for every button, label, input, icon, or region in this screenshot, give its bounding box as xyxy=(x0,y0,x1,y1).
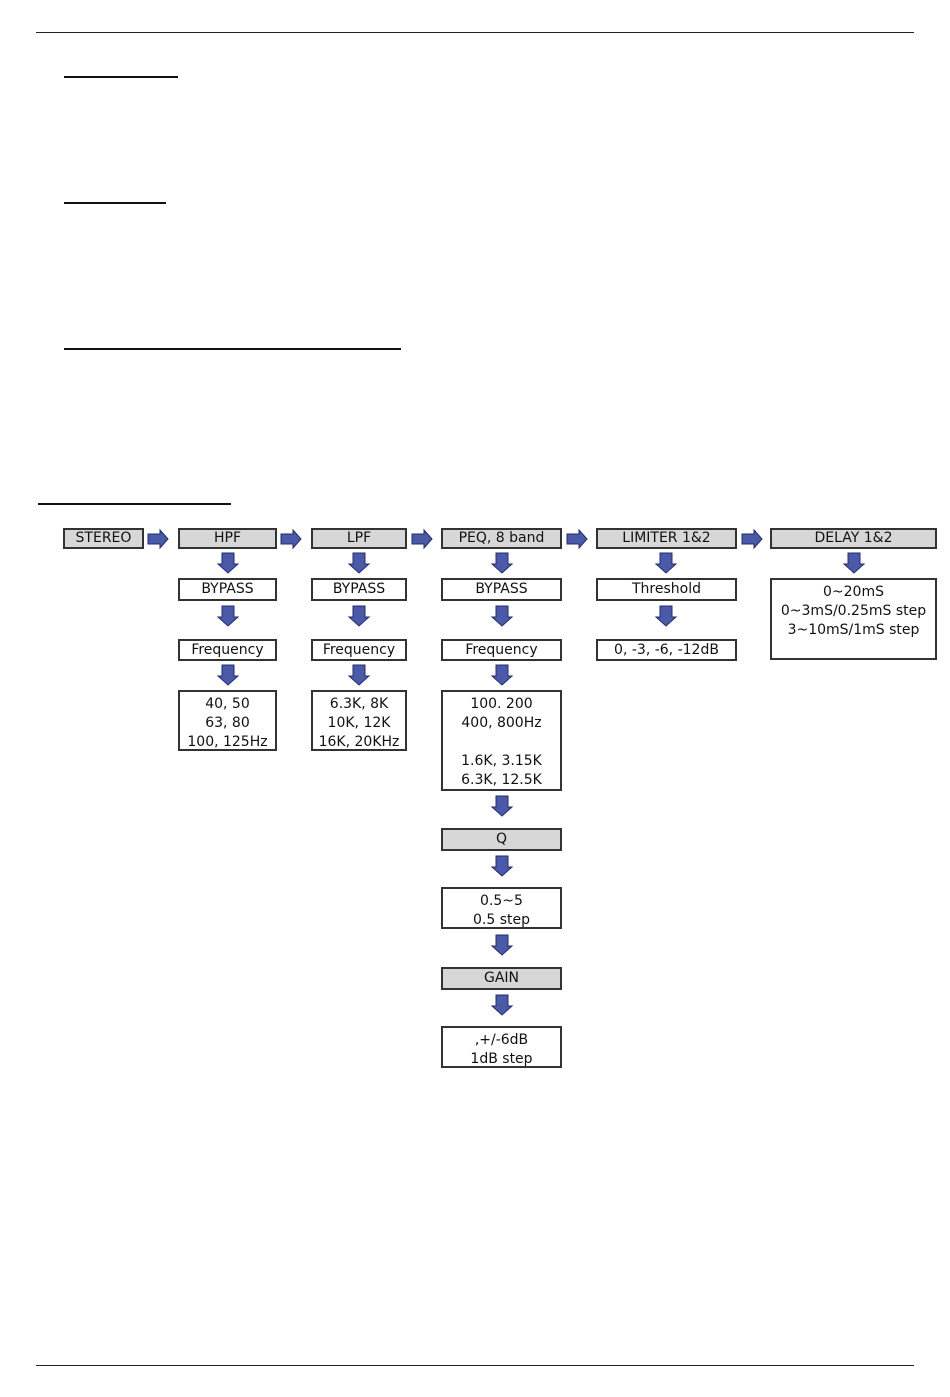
delay-node: DELAY 1&2 xyxy=(770,528,937,549)
limiter-threshold-node: Threshold xyxy=(596,578,737,601)
lpf-frequency-label: Frequency xyxy=(322,641,396,658)
peq-gain-values-node: ,+/-6dB 1dB step xyxy=(441,1026,562,1068)
hpf-label: HPF xyxy=(213,530,242,546)
peq-gain-node: GAIN xyxy=(441,967,562,990)
arrow-down-icon xyxy=(490,994,514,1016)
limiter-node: LIMITER 1&2 xyxy=(596,528,737,549)
arrow-down-icon xyxy=(216,605,240,627)
lpf-values-text: 6.3K, 8K 10K, 12K 16K, 20KHz xyxy=(318,696,400,750)
hpf-bypass-label: BYPASS xyxy=(201,581,254,597)
limiter-label: LIMITER 1&2 xyxy=(622,530,711,546)
top-rule xyxy=(36,32,914,33)
heading-underline-1 xyxy=(64,76,178,78)
arrow-down-icon xyxy=(654,605,678,627)
limiter-values-text: 0, -3, -6, -12dB xyxy=(614,641,719,658)
arrow-down-icon xyxy=(216,552,240,574)
arrow-down-icon xyxy=(490,795,514,817)
arrow-right-icon xyxy=(566,528,588,550)
limiter-threshold-label: Threshold xyxy=(632,581,701,597)
delay-values-text: 0~20mS 0~3mS/0.25mS step 3~10mS/1mS step xyxy=(780,584,927,638)
arrow-right-icon xyxy=(741,528,763,550)
stereo-node: STEREO xyxy=(63,528,144,549)
peq-freq-values-node: 100. 200 400, 800Hz 1.6K, 3.15K 6.3K, 12… xyxy=(441,690,562,791)
lpf-node: LPF xyxy=(311,528,407,549)
lpf-label: LPF xyxy=(346,530,372,546)
delay-label: DELAY 1&2 xyxy=(814,530,893,546)
delay-values-node: 0~20mS 0~3mS/0.25mS step 3~10mS/1mS step xyxy=(770,578,937,660)
arrow-right-icon xyxy=(411,528,433,550)
arrow-right-icon xyxy=(280,528,302,550)
hpf-frequency-label: Frequency xyxy=(191,641,264,658)
peq-q-node: Q xyxy=(441,828,562,851)
arrow-down-icon xyxy=(490,664,514,686)
lpf-bypass-node: BYPASS xyxy=(311,578,407,601)
lpf-frequency-node: Frequency xyxy=(311,639,407,661)
arrow-down-icon xyxy=(347,605,371,627)
heading-underline-3 xyxy=(64,348,401,350)
lpf-values-node: 6.3K, 8K 10K, 12K 16K, 20KHz xyxy=(311,690,407,751)
arrow-down-icon xyxy=(842,552,866,574)
peq-q-label: Q xyxy=(495,831,508,847)
peq-freq-values-text: 100. 200 400, 800Hz 1.6K, 3.15K 6.3K, 12… xyxy=(461,696,542,788)
hpf-bypass-node: BYPASS xyxy=(178,578,277,601)
arrow-down-icon xyxy=(216,664,240,686)
heading-underline-2 xyxy=(64,202,166,204)
arrow-down-icon xyxy=(654,552,678,574)
bottom-rule xyxy=(36,1365,914,1366)
arrow-down-icon xyxy=(490,605,514,627)
limiter-values-node: 0, -3, -6, -12dB xyxy=(596,639,737,661)
arrow-right-icon xyxy=(147,528,169,550)
arrow-down-icon xyxy=(347,552,371,574)
stereo-label: STEREO xyxy=(75,530,132,546)
arrow-down-icon xyxy=(347,664,371,686)
peq-label: PEQ, 8 band xyxy=(458,530,545,546)
hpf-values-node: 40, 50 63, 80 100, 125Hz xyxy=(178,690,277,751)
hpf-frequency-node: Frequency xyxy=(178,639,277,661)
peq-gain-label: GAIN xyxy=(483,970,520,986)
peq-bypass-node: BYPASS xyxy=(441,578,562,601)
arrow-down-icon xyxy=(490,855,514,877)
arrow-down-icon xyxy=(490,934,514,956)
peq-gain-values-text: ,+/-6dB 1dB step xyxy=(470,1032,533,1067)
peq-q-values-text: 0.5~5 0.5 step xyxy=(473,893,530,928)
heading-underline-4 xyxy=(38,503,231,505)
hpf-node: HPF xyxy=(178,528,277,549)
peq-q-values-node: 0.5~5 0.5 step xyxy=(441,887,562,929)
peq-bypass-label: BYPASS xyxy=(475,581,528,597)
peq-frequency-node: Frequency xyxy=(441,639,562,661)
lpf-bypass-label: BYPASS xyxy=(332,581,386,597)
arrow-down-icon xyxy=(490,552,514,574)
peq-frequency-label: Frequency xyxy=(465,641,538,658)
peq-node: PEQ, 8 band xyxy=(441,528,562,549)
hpf-values-text: 40, 50 63, 80 100, 125Hz xyxy=(187,696,268,750)
